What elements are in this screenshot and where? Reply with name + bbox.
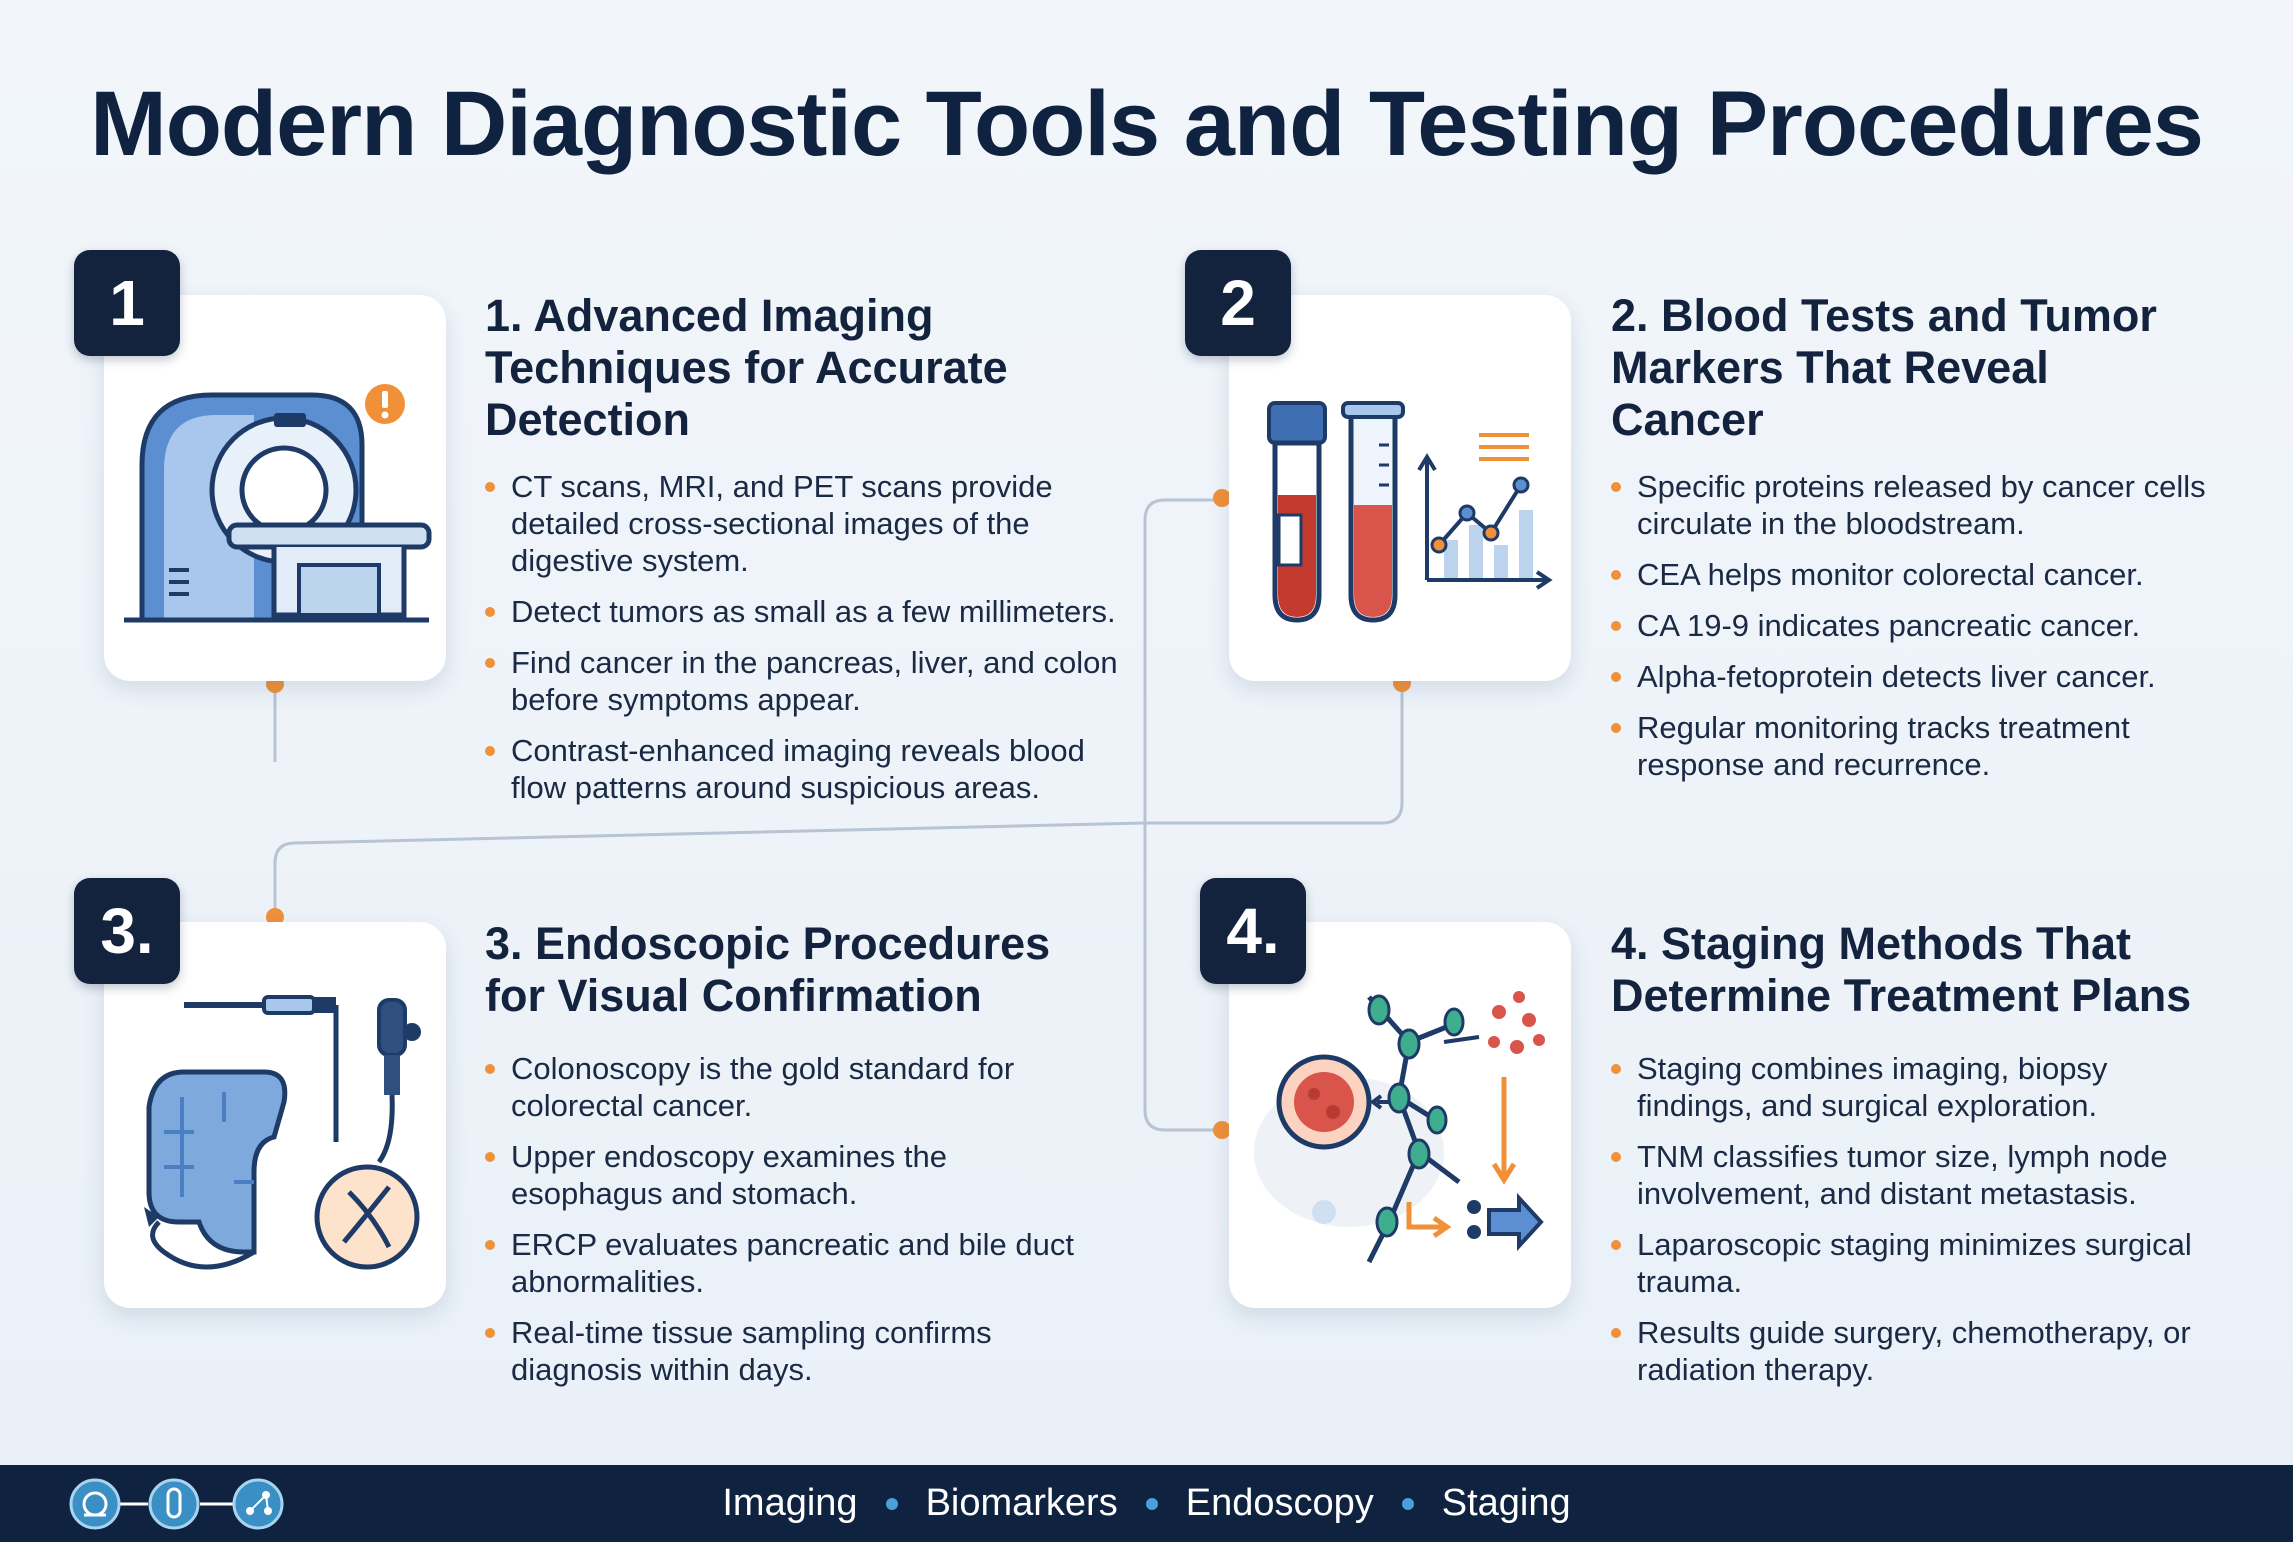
list-item: Alpha-fetoprotein detects liver cancer. — [1611, 658, 2211, 695]
blood-test-tubes-icon — [1267, 401, 1553, 623]
scanner-circle-icon — [69, 1478, 121, 1530]
section-3-bullets: Colonoscopy is the gold standard for col… — [485, 1050, 1105, 1402]
section-4-title: 4. Staging Methods That Determine Treatm… — [1611, 918, 2192, 1021]
footer-separator-dot — [1145, 1497, 1158, 1510]
list-item: Staging combines imaging, biopsy finding… — [1611, 1050, 2211, 1124]
staging-card — [1229, 922, 1571, 1308]
list-item: Colonoscopy is the gold standard for col… — [485, 1050, 1105, 1124]
section-1-bullets: CT scans, MRI, and PET scans provide det… — [485, 468, 1125, 820]
page-title: Modern Diagnostic Tools and Testing Proc… — [90, 73, 2204, 175]
section-2-badge: 2 — [1185, 250, 1291, 356]
footer-nav: Imaging Biomarkers Endoscopy Staging — [0, 1465, 2293, 1542]
test-tube-circle-icon — [148, 1478, 200, 1530]
section-4-bullets: Staging combines imaging, biopsy finding… — [1611, 1050, 2211, 1402]
list-item: ERCP evaluates pancreatic and bile duct … — [485, 1226, 1105, 1300]
metastasis-lymph-icon — [1254, 991, 1545, 1264]
footer-icon-chain — [69, 1478, 284, 1530]
section-2-title: 2. Blood Tests and Tumor Markers That Re… — [1611, 290, 2157, 445]
list-item: Contrast-enhanced imaging reveals blood … — [485, 732, 1125, 806]
footer-separator-dot — [1401, 1497, 1414, 1510]
ct-scanner-icon — [124, 384, 432, 623]
list-item: CA 19-9 indicates pancreatic cancer. — [1611, 607, 2211, 644]
list-item: Upper endoscopy examines the esophagus a… — [485, 1138, 1105, 1212]
list-item: Results guide surgery, chemotherapy, or … — [1611, 1314, 2211, 1388]
colon-endoscope-icon — [144, 995, 421, 1270]
list-item: Detect tumors as small as a few millimet… — [485, 593, 1125, 630]
list-item: Find cancer in the pancreas, liver, and … — [485, 644, 1125, 718]
list-item: TNM classifies tumor size, lymph node in… — [1611, 1138, 2211, 1212]
footer-item-staging: Staging — [1441, 1482, 1571, 1524]
imaging-card — [104, 295, 446, 681]
list-item: CEA helps monitor colorectal cancer. — [1611, 556, 2211, 593]
footer-item-biomarkers: Biomarkers — [925, 1482, 1118, 1524]
footer-separator-dot — [885, 1497, 898, 1510]
footer-item-endoscopy: Endoscopy — [1185, 1482, 1374, 1524]
footer-bar: Imaging Biomarkers Endoscopy Staging — [0, 1465, 2293, 1542]
list-item: Real-time tissue sampling confirms diagn… — [485, 1314, 1105, 1388]
section-3-badge: 3. — [74, 878, 180, 984]
endoscopy-card — [104, 922, 446, 1308]
section-1-badge: 1 — [74, 250, 180, 356]
list-item: Laparoscopic staging minimizes surgical … — [1611, 1226, 2211, 1300]
section-4-badge: 4. — [1200, 878, 1306, 984]
footer-item-imaging: Imaging — [722, 1482, 858, 1524]
section-3-title: 3. Endoscopic Procedures for Visual Conf… — [485, 918, 1051, 1021]
list-item: Specific proteins released by cancer cel… — [1611, 468, 2211, 542]
section-2-bullets: Specific proteins released by cancer cel… — [1611, 468, 2211, 797]
network-circle-icon — [232, 1478, 284, 1530]
list-item: Regular monitoring tracks treatment resp… — [1611, 709, 2211, 783]
blood-tests-card — [1229, 295, 1571, 681]
list-item: CT scans, MRI, and PET scans provide det… — [485, 468, 1125, 579]
section-1-title: 1. Advanced Imaging Techniques for Accur… — [485, 290, 1008, 445]
